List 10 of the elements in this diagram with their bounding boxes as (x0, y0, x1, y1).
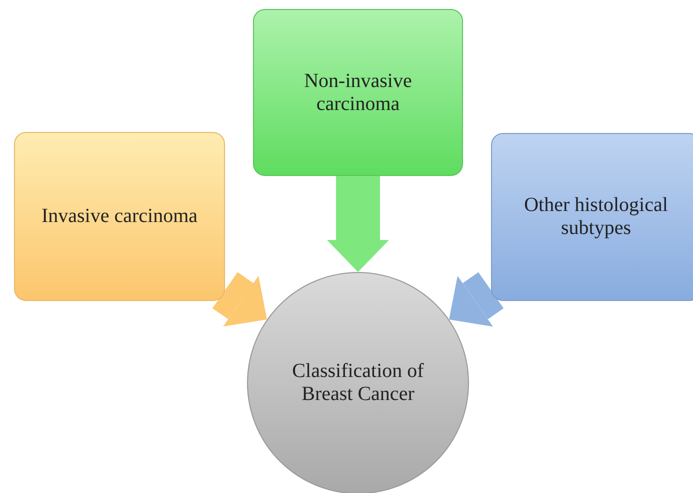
block-arrow (449, 272, 504, 327)
category-box (14, 132, 225, 301)
category-label: Non-invasive carcinoma (303, 70, 413, 116)
block-arrow (212, 272, 267, 327)
category-label: Invasive carcinoma (41, 205, 198, 228)
category-label: Other histological subtypes (523, 194, 669, 240)
block-arrow (327, 176, 389, 272)
category-box (253, 9, 463, 176)
category-label: Classification of Breast Cancer (291, 360, 425, 406)
category-box (491, 133, 693, 301)
